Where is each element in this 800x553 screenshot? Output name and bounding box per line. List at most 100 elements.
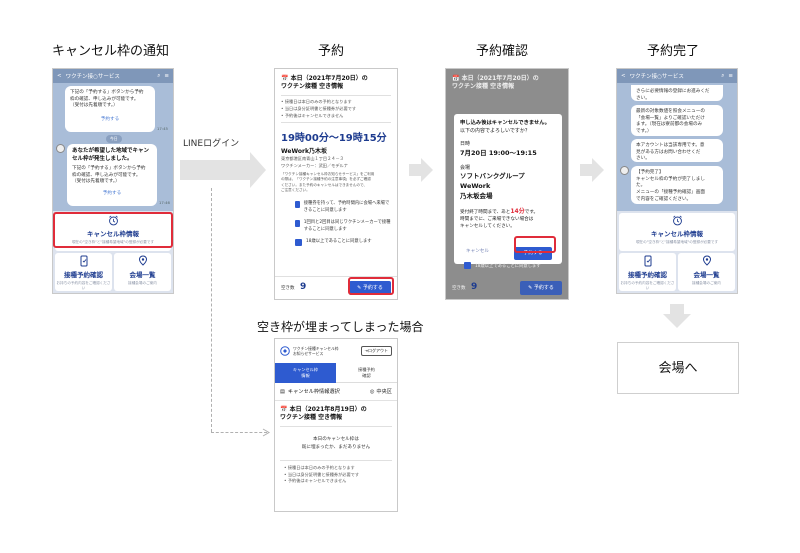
confirm-page-title: 📅 本日（2021年7月20日）の ワクチン接種 空き情報 — [452, 75, 539, 91]
reservation-check-label: 接種予約確認 — [64, 271, 103, 279]
edit-icon: ✎ — [357, 285, 362, 291]
full-page-notes: • 接種日は本日のみの予約となります • 当日は身分証明書と接種券が必要です •… — [280, 465, 392, 485]
back-icon[interactable]: < — [621, 73, 626, 79]
chat-bubble: 本アカウントは当該専用です。意 見がある方はお問い合わせくだ さい。 — [631, 139, 723, 162]
site-name: ワクチン接種キャンセル枠 お知らせサービス — [293, 345, 339, 356]
highlight-cancel-slot-info — [53, 212, 173, 248]
dialog-warning: 申し込み後はキャンセルできません。 — [460, 120, 550, 126]
cancel-slot-info-button[interactable]: キャンセル枠情報 現在の"空き枠"と"接種希望地域"の登録が必要です — [619, 213, 735, 251]
chat-bubble-previous: 下記の「予約する」ボタンから予約 枠の確認、申し込みが可能です。 （受付は先着順… — [65, 86, 155, 132]
venue-list-button[interactable]: 会場一覧 接種会場のご案内 — [114, 253, 171, 291]
venue-list-button[interactable]: 会場一覧 接種会場のご案内 — [678, 253, 735, 291]
reservation-check-sub: お持ちの予約内容をご確認ください — [620, 281, 675, 290]
divider — [281, 95, 391, 97]
dialog-cancel-button[interactable]: キャンセル — [466, 249, 489, 255]
reserve-time-range: 19時00分～19時15分 — [281, 133, 387, 145]
checkbox-checked-icon[interactable] — [295, 201, 300, 209]
timer-remaining: 14分 — [510, 208, 525, 216]
full-slots-screen: ワクチン接種キャンセル枠 お知らせサービス ⇥ログアウト キャンセル枠 情報 接… — [274, 338, 398, 512]
date-value: 7月20日 19:00～19:15 — [460, 148, 537, 157]
phone-icon — [80, 255, 87, 267]
flow-arrow-to-venue — [663, 304, 691, 328]
agree-check-maker[interactable]: 1回目と2回目は同じワクチンメーカーで接種することに同意します — [295, 220, 391, 233]
edit-icon: ✎ — [528, 285, 533, 291]
col-title-done: 予約完了 — [647, 44, 700, 59]
checkbox-checked-icon[interactable] — [295, 239, 302, 247]
line-notice-screen: < ワクチン接○サービス ⌕ ≡ 下記の「予約する」ボタンから予約 枠の確認、申… — [52, 68, 174, 294]
search-icon[interactable]: ⌕ — [157, 72, 161, 79]
divider — [280, 426, 392, 428]
reserve-link[interactable]: 予約する — [100, 116, 120, 122]
note-item: • 予約後はキャンセルできません — [281, 112, 344, 118]
col-title-reserve: 予約 — [318, 44, 345, 59]
message-time: 17:46 — [159, 200, 170, 205]
divider — [275, 276, 397, 277]
reservation-check-button[interactable]: 接種予約確認 お持ちの予約内容をご確認ください — [55, 253, 112, 291]
area-value[interactable]: 中央区 — [376, 389, 392, 395]
divider — [281, 122, 391, 124]
col-title-confirm: 予約確認 — [476, 44, 529, 59]
reserve-button[interactable]: ✎ 予約する — [520, 281, 562, 295]
agree-check-ticket[interactable]: 接種券を持って、予約時間内に会場へ来場できることに同意します — [295, 201, 391, 214]
bot-avatar — [56, 144, 65, 153]
back-icon[interactable]: < — [57, 73, 62, 79]
calendar-icon: 📅 — [281, 75, 289, 82]
date-label: 日時 — [460, 141, 471, 148]
alarm-clock-icon — [672, 215, 682, 226]
calendar-icon: 📅 — [452, 75, 460, 82]
note-item: • 接種日は本日のみの予約となります — [284, 464, 355, 470]
reservation-check-sub: お持ちの予約内容をご確認ください — [56, 281, 111, 290]
chat-bubble-cancel-notice: あなたが希望した地域でキャンセル枠が発生しました。 下記の「予約する」ボタンから… — [67, 144, 157, 206]
agree-check-age[interactable]: 18歳以上であることに同意します — [464, 262, 541, 269]
dialog-question: 以下の内容でよろしいですか？ — [460, 127, 530, 134]
desc-line: ください。また予約のキャンセルはできませんので、 — [281, 182, 367, 187]
venue-list-label: 会場一覧 — [693, 271, 720, 279]
reservation-check-button[interactable]: 接種予約確認 お持ちの予約内容をご確認ください — [619, 253, 676, 291]
line-done-screen: < ワクチン接○サービス ⌕ ≡ さらに必要情報の登録にお進みくだ さい。 最新… — [616, 68, 738, 294]
bubble-line: 下記の「予約する」ボタンから予約 — [70, 90, 144, 95]
reserve-venue-name: WeWork乃木坂 — [281, 148, 327, 156]
search-icon[interactable]: ⌕ — [721, 72, 725, 79]
filter-label: キャンセル枠情報選択 — [287, 389, 340, 395]
tab-reservation-check[interactable]: 接種予約 確認 — [336, 363, 397, 383]
reserve-description: 「ワクチン接種キャンセル枠お知らせサービス」をご利用 の際は、「ワクチン接種予約… — [281, 172, 391, 194]
checkbox-checked-icon[interactable] — [464, 262, 471, 269]
note-item: • 接種日は本日のみの予約となります — [281, 99, 352, 105]
reserve-link[interactable]: 予約する — [102, 190, 122, 196]
menu-icon[interactable]: ≡ — [164, 73, 169, 79]
cancel-notice-title: あなたが希望した地域でキャンセル枠が発生しました。 — [72, 148, 150, 162]
line-header-title: ワクチン接○サービス — [629, 74, 684, 80]
note-item: • 当日は身分証明書と接種券が必要です — [281, 105, 357, 111]
dialog-ok-button[interactable]: 予約する — [514, 247, 552, 260]
line-login-label: LINEログイン — [183, 139, 240, 149]
branch-arrow-head — [262, 428, 270, 437]
chat-bubble-reservation-done: 【予約完了】 キャンセル枠の予約が完了しまし た。 メニューの「接種予約確認」画… — [631, 166, 723, 204]
reserve-button[interactable]: ✎ 予約する — [349, 281, 391, 295]
reserve-maker: ワクチンメーカー：武田／モデルナ — [281, 163, 348, 169]
logout-button[interactable]: ⇥ログアウト — [360, 346, 392, 356]
bubble-line: （受付は先着順です。） — [72, 179, 120, 185]
line-header: < ワクチン接○サービス ⌕ ≡ — [53, 69, 173, 83]
venue-list-label: 会場一覧 — [129, 271, 156, 279]
cancel-slot-info-button[interactable]: キャンセル枠情報 現在の"空き枠"と"接種希望地域"の登録が必要です — [55, 213, 171, 251]
checkbox-checked-icon[interactable] — [295, 220, 300, 228]
agree-check-age[interactable]: 18歳以上であることに同意します — [295, 239, 391, 247]
menu-icon[interactable]: ≡ — [728, 73, 733, 79]
divider — [280, 459, 392, 461]
note-item: • 予約後はキャンセルできません — [284, 478, 347, 484]
cancel-slot-info-label: キャンセル枠情報 — [87, 230, 139, 238]
date-pill: 今日 — [106, 135, 122, 143]
alarm-clock-icon — [108, 215, 118, 226]
site-header: ワクチン接種キャンセル枠 お知らせサービス ⇥ログアウト — [275, 339, 397, 363]
venue-list-sub: 接種会場のご案内 — [692, 281, 721, 285]
note-item: • 当日は身分証明書と接種券が必要です — [284, 471, 360, 477]
filter-row[interactable]: ▤ キャンセル枠情報選択 ◎ 中央区 — [275, 383, 397, 401]
message-time: 17:45 — [157, 126, 168, 131]
tab-cancel-info[interactable]: キャンセル枠 情報 — [275, 363, 336, 383]
calendar-icon: 📅 — [280, 406, 288, 413]
venue-label: 会場 — [460, 164, 471, 171]
bot-avatar — [620, 166, 629, 175]
reserve-notes: • 接種日は本日のみの予約となります • 当日は身分証明書と接種券が必要です •… — [281, 99, 391, 119]
rich-menu: キャンセル枠情報 現在の"空き枠"と"接種希望地域"の登録が必要です 接種予約確… — [617, 211, 737, 293]
logo-icon — [280, 346, 290, 356]
